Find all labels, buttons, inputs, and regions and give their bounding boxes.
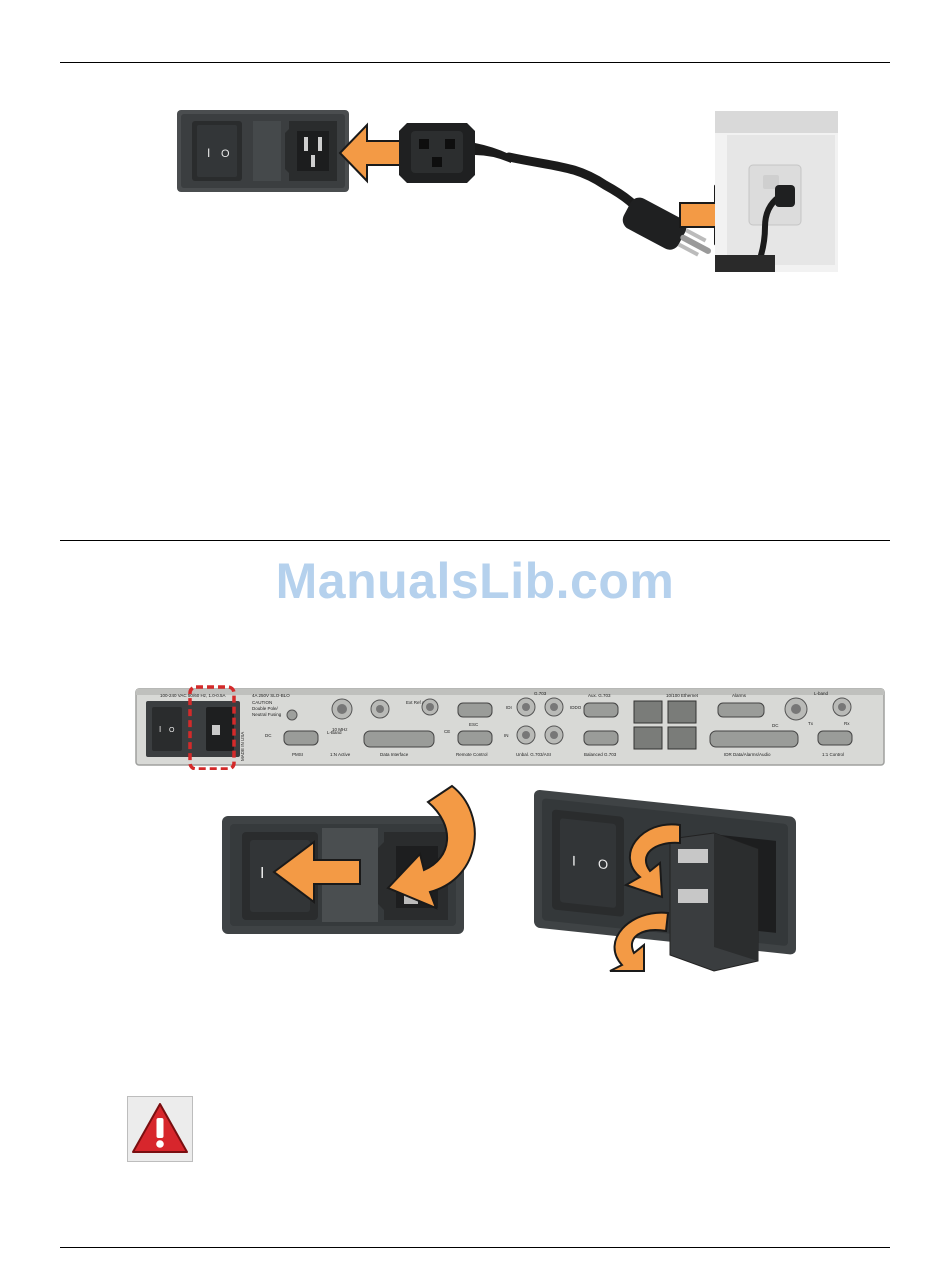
wall-outlet bbox=[715, 111, 838, 272]
tx-connector bbox=[784, 697, 808, 721]
in-label: IN bbox=[504, 733, 509, 738]
ethernet-ports bbox=[633, 700, 697, 750]
control-connector bbox=[817, 730, 853, 746]
ext-ref-label: Ext Ref Active bbox=[406, 700, 435, 705]
svg-text:I: I bbox=[572, 852, 576, 868]
power-connection-figure: I O bbox=[177, 110, 838, 272]
pmsi-connector bbox=[283, 730, 319, 746]
unbal-label: Unbal. G.703/ASI bbox=[516, 752, 551, 757]
rx-connector bbox=[832, 697, 852, 717]
power-cable bbox=[504, 152, 650, 222]
ext-ref-connector bbox=[421, 698, 439, 716]
tx-label: Tx bbox=[808, 721, 814, 726]
top-rule bbox=[60, 62, 890, 63]
slide-arrow-left bbox=[272, 840, 361, 904]
switch-on-mark: I bbox=[207, 146, 210, 160]
lband-label: L-Band bbox=[327, 730, 342, 735]
tenmhz-connector bbox=[370, 699, 390, 719]
insert-arrow-left bbox=[338, 122, 402, 184]
fuse-caution-line1: CAUTION bbox=[252, 700, 272, 705]
remote-control-connector bbox=[457, 730, 493, 746]
ethernet-label: 10/100 Ethernet bbox=[666, 693, 699, 698]
idr-label: IDR Data/Alarms/Audio bbox=[724, 752, 771, 757]
iddo-label: IDDO bbox=[570, 705, 582, 710]
section-rule bbox=[60, 540, 890, 541]
esc-label: ESC bbox=[469, 722, 479, 727]
power-entry-module: I O bbox=[177, 110, 349, 192]
aux-g703-connector bbox=[583, 702, 619, 718]
bottom-rule bbox=[60, 1247, 890, 1248]
made-in-label: MADE IN USA bbox=[240, 732, 245, 761]
aux-g703-label: Aux. G.703 bbox=[588, 693, 611, 698]
power-rating-label: 100-240 VAC 50/60 Hz, 1.0-0.5A bbox=[160, 693, 225, 698]
esc-connector bbox=[457, 702, 493, 718]
rear-panel-figure: I O 100-240 VAC 50/60 Hz, 1.0-0.5A 4A 25… bbox=[132, 685, 888, 770]
one-n-active-label: 1:N Active bbox=[330, 752, 351, 757]
fuse-removal-figure: I O bbox=[534, 790, 796, 972]
iec-cord-plug bbox=[399, 123, 511, 183]
balanced-g703-label: Balanced G.703 bbox=[584, 752, 617, 757]
fuse-rating-label: 4A 250V SLO-BLO bbox=[252, 693, 290, 698]
svg-text:I: I bbox=[260, 865, 264, 882]
data-interface-label: Data Interface bbox=[380, 752, 409, 757]
fuse-caution-line3: Neutral Fusing bbox=[252, 712, 282, 717]
g703-label: G.703 bbox=[534, 691, 547, 696]
g703-bnc-connectors bbox=[516, 697, 564, 745]
curved-open-arrow bbox=[386, 784, 476, 910]
svg-text:O: O bbox=[169, 727, 175, 734]
idr-connector bbox=[709, 730, 799, 748]
lband-connector bbox=[331, 698, 353, 720]
wall-plug bbox=[622, 197, 712, 257]
fuse-callout-box bbox=[188, 685, 236, 770]
switch-off-mark: O bbox=[221, 148, 230, 160]
lband-right-label: L-band bbox=[814, 691, 829, 696]
ten-mhz-label: 10 MHz bbox=[332, 727, 348, 732]
fuse-arrow-lower bbox=[609, 911, 670, 972]
remote-control-label: Remote Control bbox=[456, 752, 488, 757]
fuse-caution-line2: Double Pole/ bbox=[252, 706, 279, 711]
svg-text:O: O bbox=[598, 856, 608, 872]
warning-triangle-icon bbox=[127, 1096, 193, 1162]
power-switch: I O bbox=[192, 121, 242, 181]
rx-label: Rx bbox=[844, 721, 850, 726]
control-label: 1:1 Control bbox=[822, 752, 844, 757]
dc-right-label: DC bbox=[772, 723, 779, 728]
pmsi-label: PMSI bbox=[292, 752, 303, 757]
dc-label: DC bbox=[265, 733, 272, 738]
fuse-holder bbox=[669, 832, 759, 972]
alarms-label: Alarms bbox=[732, 693, 747, 698]
fuse-arrow-upper bbox=[623, 823, 681, 899]
data-interface-connector bbox=[363, 730, 435, 748]
svg-text:I: I bbox=[159, 725, 161, 734]
ce-label: CE bbox=[444, 729, 450, 734]
idi-label: IDI bbox=[506, 705, 512, 710]
iec-inlet bbox=[285, 121, 337, 181]
fuse-cover-open-figure: I bbox=[222, 784, 476, 934]
watermark: ManualsLib.com bbox=[275, 553, 675, 609]
rear-power-module: I O bbox=[146, 701, 240, 757]
alarms-connector bbox=[717, 702, 765, 718]
balanced-g703-connector bbox=[583, 730, 619, 746]
